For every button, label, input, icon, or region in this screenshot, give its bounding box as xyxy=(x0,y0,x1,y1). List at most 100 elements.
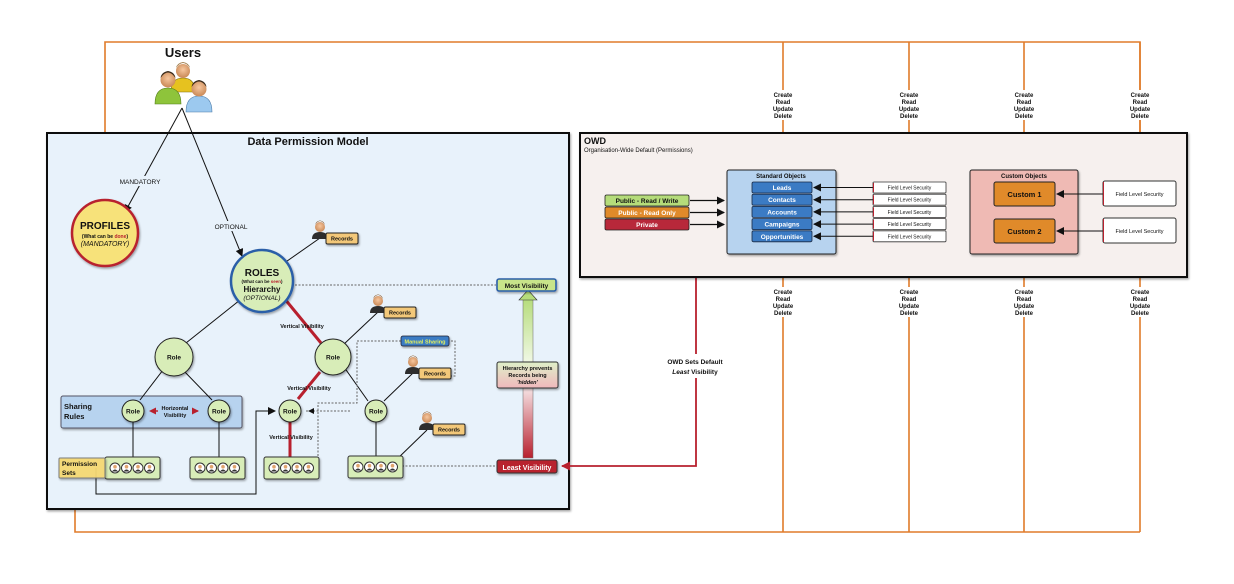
access-level-label: Public - Read / Write xyxy=(616,198,679,205)
user-icon xyxy=(229,462,240,474)
field-level-security-item[interactable]: Field Level Security xyxy=(872,205,947,218)
crud-word: Delete xyxy=(900,311,919,317)
person-icon xyxy=(419,411,435,430)
permission-sets-box[interactable]: Permission Sets xyxy=(58,457,106,479)
sharing-rules-label-2: Rules xyxy=(64,412,84,421)
access-level-label: Public - Read Only xyxy=(618,210,676,217)
custom-object-label: Custom 2 xyxy=(1007,227,1041,236)
role-node[interactable]: Role xyxy=(364,399,388,423)
standard-object-label: Opportunities xyxy=(761,234,804,241)
crud-labels: CreateReadUpdateDeleteCreateReadUpdateDe… xyxy=(769,90,1154,317)
crud-word: Delete xyxy=(900,114,919,120)
role-node[interactable]: Role xyxy=(207,399,231,423)
crud-word: Create xyxy=(774,290,793,296)
standard-object-item[interactable]: Accounts xyxy=(751,205,813,218)
records-card[interactable]: Records xyxy=(312,220,359,245)
crud-word: Read xyxy=(776,297,791,303)
profiles-node[interactable]: PROFILES (What can be done) (MANDATORY) xyxy=(70,198,140,268)
standard-object-item[interactable]: Opportunities xyxy=(751,230,813,243)
crud-word: Delete xyxy=(1131,311,1150,317)
user-icon xyxy=(268,462,280,474)
fls-label: Field Level Security xyxy=(888,234,932,240)
records-label: Records xyxy=(389,311,411,317)
fls-label: Field Level Security xyxy=(888,222,932,228)
standard-object-item[interactable]: Contacts xyxy=(751,193,813,206)
role-node[interactable]: Role xyxy=(314,338,352,376)
svg-text:Standard Objects: Standard Objects xyxy=(756,174,806,180)
horizontal-visibility-label-1: Horizontal xyxy=(162,406,189,412)
access-level-badge[interactable]: Private xyxy=(604,218,690,231)
panel-title: Data Permission Model xyxy=(247,136,368,148)
crud-word: Create xyxy=(774,93,793,99)
fls-label: Field Level Security xyxy=(888,210,932,216)
role-node[interactable]: Role xyxy=(154,337,194,377)
user-group[interactable] xyxy=(104,456,161,480)
user-icon xyxy=(132,462,144,474)
crud-word: Read xyxy=(776,100,791,106)
role-node[interactable]: Role xyxy=(278,399,302,423)
user-icon xyxy=(206,462,217,474)
custom-object-item[interactable]: Custom 2 xyxy=(993,218,1056,244)
standard-object-label: Campaigns xyxy=(764,222,799,229)
access-level-badge[interactable]: Public - Read Only xyxy=(604,206,690,219)
standard-object-label: Leads xyxy=(773,185,792,192)
owd-note-line1: OWD Sets Default xyxy=(667,359,723,366)
crud-word: Read xyxy=(1017,297,1032,303)
role-node[interactable]: Role xyxy=(121,399,145,423)
user-group[interactable] xyxy=(189,456,246,480)
custom-object-list: Custom 1 Custom 2 xyxy=(993,181,1103,244)
standard-object-label: Contacts xyxy=(768,197,796,204)
crud-word: Create xyxy=(1015,93,1034,99)
custom-object-item[interactable]: Custom 1 xyxy=(993,181,1056,207)
crud-word: Read xyxy=(1017,100,1032,106)
roles-hierarchy-node[interactable]: ROLES (What can be seen) Hierarchy (OPTI… xyxy=(229,248,295,314)
records-card[interactable]: Records xyxy=(370,294,417,319)
user-group[interactable] xyxy=(263,456,320,480)
svg-text:Vertical Visibility: Vertical Visibility xyxy=(280,324,325,330)
records-card[interactable]: Records xyxy=(405,355,452,380)
crud-word: Update xyxy=(1130,304,1151,310)
records-card[interactable]: Records xyxy=(419,411,466,436)
svg-text:PROFILES: PROFILES xyxy=(80,221,130,232)
user-icon xyxy=(121,462,132,474)
manual-sharing-badge[interactable]: Manual Sharing xyxy=(400,335,450,347)
svg-text:Hierarchy prevents: Hierarchy prevents xyxy=(503,366,553,372)
svg-text:Manual Sharing: Manual Sharing xyxy=(405,340,446,346)
crud-word: Read xyxy=(1133,100,1148,106)
fls-label: Field Level Security xyxy=(1116,192,1164,198)
crud-word: Read xyxy=(1133,297,1148,303)
standard-object-item[interactable]: Campaigns xyxy=(751,218,813,231)
crud-word: Delete xyxy=(774,311,793,317)
crud-word: Delete xyxy=(1131,114,1150,120)
user-icon xyxy=(194,462,206,474)
standard-object-item[interactable]: Leads xyxy=(751,181,813,194)
user-icon xyxy=(217,462,229,474)
crud-word: Read xyxy=(902,100,917,106)
svg-text:Permission: Permission xyxy=(62,461,97,468)
user-group[interactable] xyxy=(347,455,404,479)
user-icon xyxy=(109,462,121,474)
svg-text:(What can be seen): (What can be seen) xyxy=(241,279,283,284)
crud-word: Delete xyxy=(774,114,793,120)
vertical-visibility-lines xyxy=(282,297,323,457)
svg-text:Least Visibility: Least Visibility xyxy=(503,465,552,472)
fls-label: Field Level Security xyxy=(888,186,932,192)
users-group: Users xyxy=(154,45,213,113)
field-level-security-item[interactable]: Field Level Security xyxy=(1102,217,1177,244)
role-label: Role xyxy=(369,409,383,416)
role-label: Role xyxy=(212,409,226,416)
field-level-security-item[interactable]: Field Level Security xyxy=(872,181,947,194)
field-level-security-item[interactable]: Field Level Security xyxy=(1102,180,1177,207)
sharing-rules-label-1: Sharing xyxy=(64,402,92,411)
field-level-security-item[interactable]: Field Level Security xyxy=(872,230,947,243)
crud-word: Delete xyxy=(1015,311,1034,317)
person-icon xyxy=(405,355,421,374)
vertical-visibility-labels: Vertical Visibility Vertical Visibility … xyxy=(269,324,332,441)
field-level-security-item[interactable]: Field Level Security xyxy=(872,193,947,206)
field-level-security-item[interactable]: Field Level Security xyxy=(872,218,947,231)
access-level-badge[interactable]: Public - Read / Write xyxy=(604,194,690,207)
